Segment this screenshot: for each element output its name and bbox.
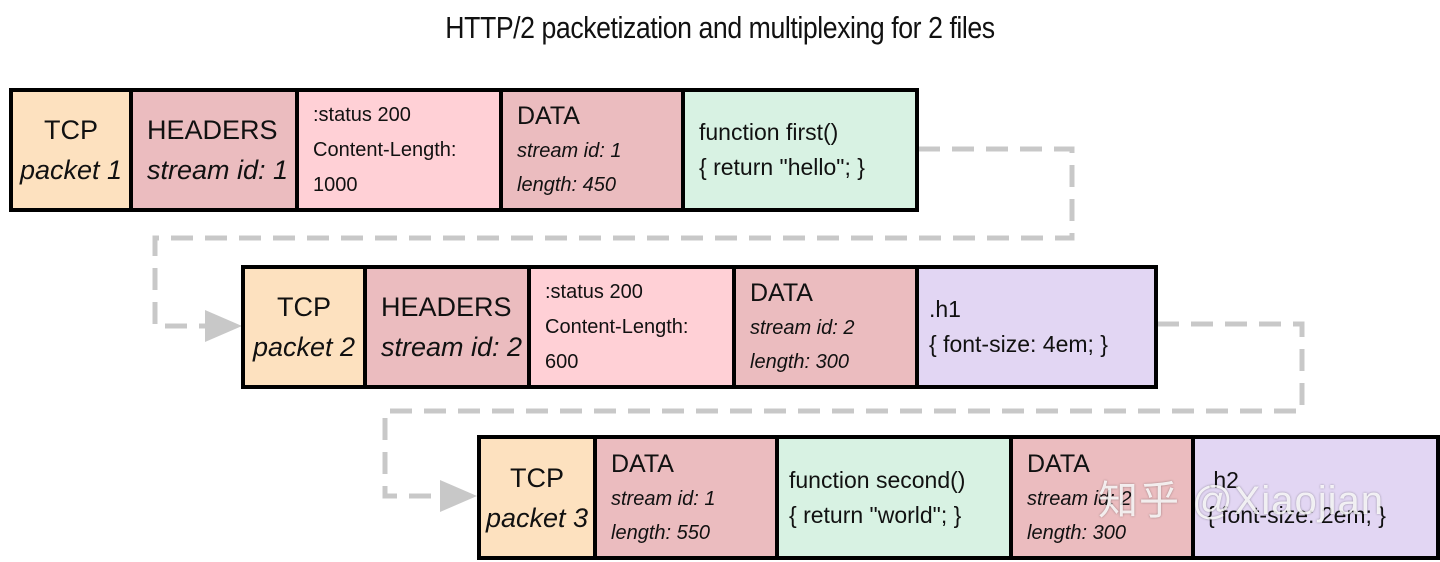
- css-payload-h1: .h1 { font-size: 4em; }: [919, 269, 1154, 385]
- tcp-label-line1: TCP: [510, 462, 564, 493]
- tcp-label-line1: TCP: [44, 115, 98, 145]
- tcp-label-line2: packet 2: [252, 332, 356, 362]
- data-length: length: 300: [750, 351, 849, 373]
- tcp-label-packet-2: TCP packet 2: [245, 269, 363, 385]
- data-stream-id: stream id: 1: [517, 140, 622, 162]
- data-frame-stream-2-continued: DATA stream id: 2 length: 300: [1013, 439, 1191, 556]
- content-length-value: 600: [545, 350, 579, 373]
- data-frame-stream-1-continued: DATA stream id: 1 length: 550: [597, 439, 775, 556]
- data-label: DATA: [1027, 449, 1090, 478]
- css-payload-h2: .h2 { font-size: 2em; }: [1195, 439, 1436, 556]
- tcp-label-line2: packet 3: [485, 502, 589, 533]
- payload-line1: .h1: [929, 296, 961, 322]
- payload-line1: .h2: [1207, 466, 1239, 493]
- connector-1-to-2: [152, 146, 1075, 329]
- js-payload-second: function second() { return "world"; }: [779, 439, 1009, 556]
- status-line: :status 200: [313, 103, 411, 126]
- headers-label: HEADERS: [381, 292, 512, 322]
- data-stream-id: stream id: 2: [1027, 487, 1132, 510]
- watermark: 知乎 @Xiaojian: [1098, 479, 1385, 523]
- payload-line2: { return "world"; }: [789, 501, 962, 528]
- headers-frame-stream-2: HEADERS stream id: 2: [367, 269, 527, 385]
- data-stream-id: stream id: 1: [611, 487, 716, 510]
- data-length: length: 300: [1027, 521, 1126, 544]
- tcp-label-line1: TCP: [277, 292, 331, 322]
- data-label: DATA: [750, 279, 813, 307]
- tcp-packet-2: TCP packet 2 HEADERS stream id: 2 :statu…: [241, 265, 1158, 389]
- arrowhead-1-icon: [205, 310, 242, 342]
- tcp-packet-1: TCP packet 1 HEADERS stream id: 1 :statu…: [9, 88, 919, 212]
- headers-frame-stream-1: HEADERS stream id: 1: [133, 92, 295, 208]
- data-label: DATA: [611, 449, 674, 478]
- diagram-title: HTTP/2 packetization and multiplexing fo…: [445, 10, 995, 45]
- content-length-value: 1000: [313, 173, 358, 196]
- arrowhead-2-icon: [440, 480, 477, 512]
- headers-stream-id: stream id: 1: [147, 155, 289, 185]
- data-length: length: 450: [517, 174, 616, 196]
- content-length-label: Content-Length:: [545, 315, 689, 338]
- tcp-label-line2: packet 1: [19, 155, 123, 185]
- headers-label: HEADERS: [147, 115, 278, 145]
- payload-line1: function first(): [699, 119, 839, 145]
- status-line: :status 200: [545, 280, 643, 303]
- data-label: DATA: [517, 102, 580, 130]
- tcp-packet-3: TCP packet 3 DATA stream id: 1 length: 5…: [477, 435, 1440, 560]
- data-frame-stream-1: DATA stream id: 1 length: 450: [503, 92, 681, 208]
- headers-payload-stream-2: :status 200 Content-Length: 600: [531, 269, 732, 385]
- payload-line2: { font-size: 4em; }: [929, 331, 1108, 357]
- headers-payload-stream-1: :status 200 Content-Length: 1000: [299, 92, 499, 208]
- tcp-label-packet-1: TCP packet 1: [13, 92, 129, 208]
- data-frame-stream-2: DATA stream id: 2 length: 300: [736, 269, 915, 385]
- payload-line2: { return "hello"; }: [699, 154, 865, 180]
- headers-stream-id: stream id: 2: [381, 332, 523, 362]
- content-length-label: Content-Length:: [313, 138, 457, 161]
- data-stream-id: stream id: 2: [750, 317, 855, 339]
- connector-2-to-3: [382, 321, 1305, 499]
- payload-line1: function second(): [789, 466, 966, 493]
- tcp-label-packet-3: TCP packet 3: [481, 439, 593, 556]
- payload-line2: { font-size: 2em; }: [1207, 501, 1386, 528]
- data-length: length: 550: [611, 521, 710, 544]
- js-payload-first: function first() { return "hello"; }: [685, 92, 915, 208]
